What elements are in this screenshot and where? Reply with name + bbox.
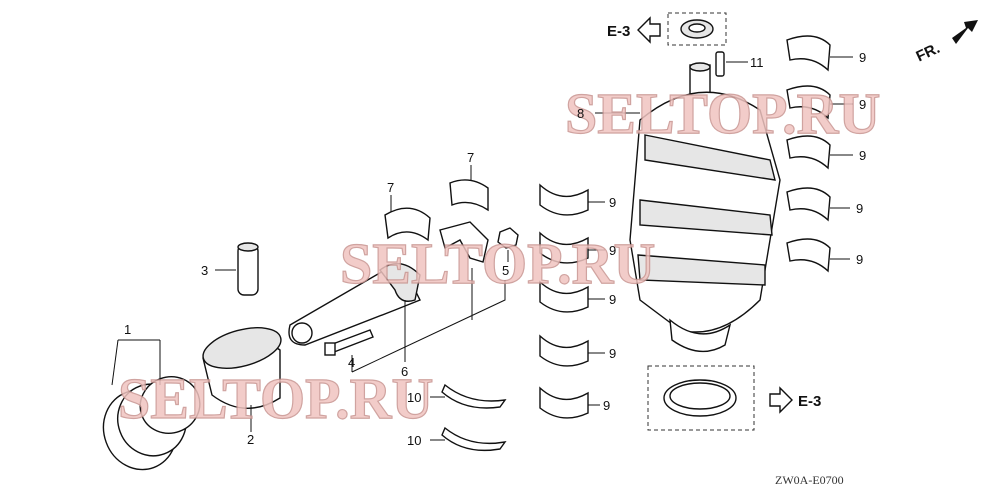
ref-label-e3[interactable]: E-3 xyxy=(798,393,821,410)
callout-10: 10 xyxy=(407,390,421,405)
callout-7: 7 xyxy=(467,150,474,165)
bearing-ref-box[interactable] xyxy=(667,12,727,46)
front-direction-arrow-icon xyxy=(952,20,978,44)
callout-9: 9 xyxy=(859,97,866,112)
callout-8: 8 xyxy=(577,106,584,121)
main-bearings-right[interactable] xyxy=(786,35,853,273)
rod-nut[interactable] xyxy=(497,227,519,262)
front-direction-label: FR. xyxy=(913,40,942,66)
piston-rings[interactable] xyxy=(92,339,207,480)
right-arrow-icon xyxy=(769,386,793,414)
callout-10: 10 xyxy=(407,433,421,448)
callout-4: 4 xyxy=(348,355,355,370)
piston-pin[interactable] xyxy=(215,242,259,296)
callout-1: 1 xyxy=(124,322,131,337)
callout-5: 5 xyxy=(502,263,509,278)
callout-9: 9 xyxy=(856,252,863,267)
callout-9: 9 xyxy=(859,148,866,163)
callout-11: 11 xyxy=(750,55,764,70)
callout-9: 9 xyxy=(609,243,616,258)
connecting-rod[interactable] xyxy=(288,262,421,362)
left-arrow-icon xyxy=(637,16,661,44)
watermark: SELTOP.RU xyxy=(340,231,655,296)
callout-3: 3 xyxy=(201,263,208,278)
piston[interactable] xyxy=(199,320,286,432)
callout-9: 9 xyxy=(609,292,616,307)
rod-cap[interactable] xyxy=(439,221,489,263)
dowel-pin[interactable] xyxy=(715,51,748,77)
callout-9: 9 xyxy=(609,346,616,361)
leader-lines xyxy=(351,268,506,373)
callout-9: 9 xyxy=(603,398,610,413)
callout-9: 9 xyxy=(859,50,866,65)
callout-7: 7 xyxy=(387,180,394,195)
callout-6: 6 xyxy=(401,364,408,379)
watermark: SELTOP.RU xyxy=(565,81,880,146)
thrust-washers[interactable] xyxy=(430,383,507,452)
callout-9: 9 xyxy=(856,201,863,216)
watermark: SELTOP.RU xyxy=(118,366,433,431)
crankshaft[interactable] xyxy=(595,62,781,353)
rod-bolt[interactable] xyxy=(324,329,374,356)
callout-9: 9 xyxy=(609,195,616,210)
ref-label-e3[interactable]: E-3 xyxy=(607,23,630,40)
callout-2: 2 xyxy=(247,432,254,447)
diagram-code: ZW0A-E0700 xyxy=(775,473,844,487)
rod-bearing[interactable] xyxy=(384,165,489,242)
main-bearings-left[interactable] xyxy=(539,183,605,419)
seal-ref-box[interactable] xyxy=(647,365,755,431)
